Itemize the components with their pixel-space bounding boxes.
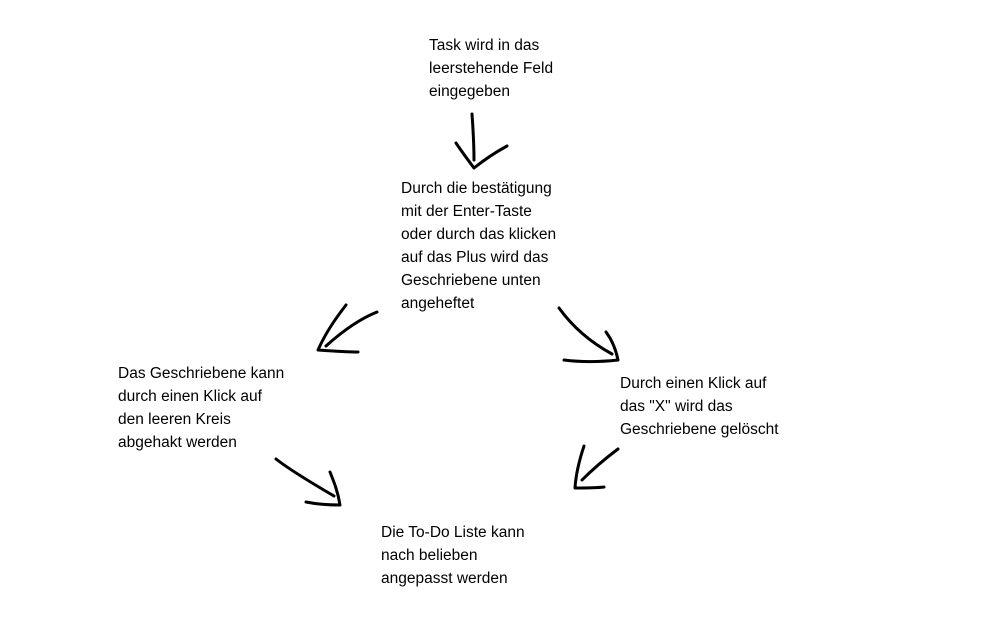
node-text-line: den leeren Kreis [118,411,231,428]
node-text-line: mit der Enter-Taste [401,203,532,220]
node-text-line: Das Geschriebene kann [118,365,285,382]
node-text-line: Die To-Do Liste kann [381,524,525,541]
node-text-line: oder durch das klicken [401,226,557,243]
node-text-line: auf das Plus wird das [401,249,549,266]
node-text-line: leerstehende Feld [429,60,554,77]
node-adjust: Die To-Do Liste kann nach belieben angep… [381,521,525,590]
node-text-line: abgehakt werden [118,434,237,451]
arrow-confirm-to-checkoff [316,303,379,354]
node-text-line: Geschriebene unten [401,272,541,289]
arrow-checkoff-to-adjust [274,457,342,507]
node-text-line: das "X" wird das [620,398,733,415]
node-confirm: Durch die bestätigung mit der Enter-Tast… [401,177,556,315]
node-text-line: Durch die bestätigung [401,180,552,197]
node-text-line: Durch einen Klick auf [620,375,767,392]
node-task-input: Task wird in das leerstehende Feld einge… [429,34,553,103]
node-text-line: durch einen Klick auf [118,388,262,405]
node-check-off: Das Geschriebene kann durch einen Klick … [118,362,284,454]
arrow-delete-to-adjust [573,444,620,490]
node-text-line: eingegeben [429,83,511,100]
node-text-line: Task wird in das [429,37,540,54]
arrow-confirm-to-delete [557,306,620,363]
node-delete: Durch einen Klick auf das "X" wird das G… [620,372,779,441]
node-text-line: Geschriebene gelöscht [620,421,779,438]
node-text-line: angeheftet [401,295,475,312]
arrow-task-to-confirm [454,112,509,170]
node-text-line: angepasst werden [381,570,508,587]
node-text-line: nach belieben [381,547,478,564]
